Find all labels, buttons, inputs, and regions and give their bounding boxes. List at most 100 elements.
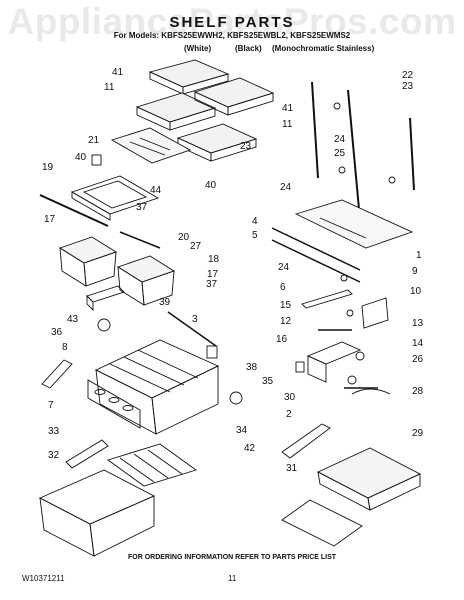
wire-28 — [351, 388, 391, 395]
callout-35: 35 — [262, 376, 274, 387]
trim-5 — [271, 239, 361, 283]
screw-24c — [340, 274, 348, 282]
part-14 — [347, 375, 357, 385]
callout-2: 2 — [286, 409, 292, 420]
callout-11: 11 — [104, 82, 115, 93]
callout-24: 24 — [334, 134, 346, 145]
callout-29: 29 — [412, 428, 424, 439]
wheel-36 — [97, 318, 111, 332]
callout-36: 36 — [51, 327, 63, 338]
callout-42: 42 — [244, 443, 256, 454]
clip-30 — [295, 361, 305, 373]
screw-15 — [346, 309, 354, 317]
callout-3: 3 — [192, 314, 198, 325]
shelf-41-right — [193, 77, 275, 116]
callout-23: 23 — [240, 141, 252, 152]
bracket-38 — [206, 345, 218, 359]
callout-17: 17 — [44, 214, 56, 225]
callout-5: 5 — [252, 230, 258, 241]
callout-40: 40 — [75, 152, 87, 163]
callout-30: 30 — [284, 392, 296, 403]
callout-13: 13 — [412, 318, 424, 329]
callout-22: 22 — [402, 70, 414, 81]
clip-40 — [91, 154, 102, 166]
rail-3 — [167, 311, 217, 347]
page-title: SHELF PARTS — [169, 14, 295, 31]
screw-41 — [333, 102, 341, 110]
callout-37: 37 — [136, 202, 148, 213]
tray-29 — [316, 447, 422, 511]
callout-18: 18 — [208, 254, 220, 265]
glass-shelf-1 — [294, 199, 414, 249]
bracket-10 — [361, 297, 389, 329]
callout-34: 34 — [236, 425, 248, 436]
models-line: For Models: KBFS25EWWH2, KBFS25EWBL2, KB… — [113, 31, 351, 40]
callout-26: 26 — [412, 354, 424, 365]
callout-38: 38 — [246, 362, 258, 373]
part-13 — [355, 351, 365, 361]
part-number-callouts: 4111214019174336873332443727204018173937… — [42, 67, 424, 474]
callout-12: 12 — [280, 316, 292, 327]
variant-stainless: (Monochromatic Stainless) — [272, 44, 375, 53]
ordering-note: FOR ORDERING INFORMATION REFER TO PARTS … — [127, 554, 337, 561]
callout-14: 14 — [412, 338, 424, 349]
watermark-text: AppliancePartsPros.com — [7, 1, 457, 42]
document-id: W10371211 — [22, 574, 65, 583]
handle-43 — [86, 285, 125, 312]
wire-basket-main — [94, 339, 220, 435]
callout-20: 20 — [178, 232, 190, 243]
callout-11: 11 — [282, 119, 293, 130]
callout-41: 41 — [112, 67, 124, 78]
callout-4: 4 — [252, 216, 258, 227]
callout-8: 8 — [62, 342, 68, 353]
rail-22 — [347, 89, 361, 221]
callout-33: 33 — [48, 426, 60, 437]
callout-32: 32 — [48, 450, 60, 461]
wire-basket-32 — [38, 469, 156, 557]
callout-25: 25 — [334, 148, 346, 159]
callout-43: 43 — [67, 314, 79, 325]
callout-39: 39 — [159, 297, 171, 308]
cover-2 — [281, 423, 331, 459]
callout-21: 21 — [88, 135, 100, 146]
page-number: 11 — [228, 574, 237, 583]
callout-24: 24 — [280, 182, 292, 193]
callout-24: 24 — [278, 262, 290, 273]
wheel-35 — [229, 391, 243, 405]
callout-9: 9 — [412, 266, 418, 277]
crisper-drawer-17-right — [116, 255, 176, 306]
callout-15: 15 — [280, 300, 292, 311]
slide-8 — [41, 359, 73, 389]
crisper-frame-44 — [70, 175, 160, 221]
callout-17: 17 — [207, 269, 219, 280]
callout-23: 23 — [402, 81, 414, 92]
screw-24b — [388, 176, 396, 184]
callout-10: 10 — [410, 286, 422, 297]
glide-33 — [65, 439, 109, 469]
callout-37: 37 — [206, 279, 218, 290]
crisper-drawer-17-left — [58, 236, 118, 287]
callout-40: 40 — [205, 180, 217, 191]
glass-shelf-21 — [110, 127, 192, 164]
screw-24 — [338, 166, 346, 174]
variant-white: (White) — [184, 44, 212, 53]
shelf-11-left — [135, 92, 217, 131]
rail-left-right-side — [311, 81, 319, 179]
callout-31: 31 — [286, 463, 298, 474]
callout-1: 1 — [416, 250, 422, 261]
callout-16: 16 — [276, 334, 288, 345]
rail-19 — [39, 194, 109, 227]
callout-44: 44 — [150, 185, 162, 196]
bracket-6 — [301, 289, 353, 309]
parts-artwork — [38, 59, 422, 557]
variant-black: (Black) — [235, 44, 262, 53]
callout-19: 19 — [42, 162, 54, 173]
callout-6: 6 — [280, 282, 286, 293]
wire-shelf-42 — [107, 443, 197, 487]
rail-23 — [409, 117, 415, 191]
trim-4 — [271, 227, 361, 271]
callout-28: 28 — [412, 386, 424, 397]
guide-16 — [306, 341, 362, 383]
